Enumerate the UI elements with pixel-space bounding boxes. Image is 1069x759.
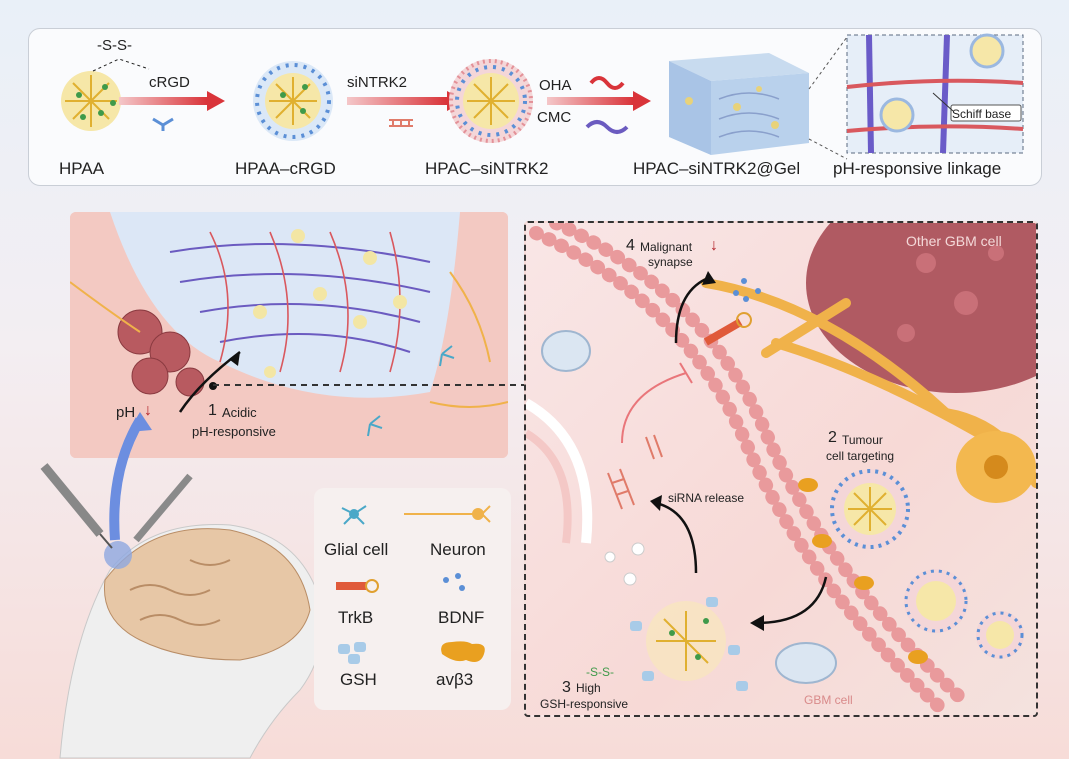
synapse-down-arrow: ↓ xyxy=(710,237,718,254)
step4-text-a: Malignant xyxy=(640,240,693,254)
hpaa-crgd-label: HPAA–cRGD xyxy=(235,159,336,178)
step3-text-a: High xyxy=(576,681,601,695)
mechanism-inset: Other GBM cell 4 Malignant synapse ↓ 2 T… xyxy=(524,221,1038,717)
step1-number: 1 xyxy=(208,402,217,419)
hpac-sintrk2-nanoparticle xyxy=(449,59,533,143)
trkb-receptor xyxy=(703,312,752,346)
step2-text-b: cell targeting xyxy=(826,449,895,463)
crgd-label: cRGD xyxy=(149,74,190,91)
ph-label: pH xyxy=(116,404,136,421)
arrow-1 xyxy=(119,97,207,105)
inset-graphics xyxy=(526,223,1036,715)
hpac-sintrk2-gel-label: HPAC–siNTRK2@Gel xyxy=(633,159,801,178)
hpac-sintrk2-label: HPAC–siNTRK2 xyxy=(425,159,549,178)
synthesis-panel: -S-S- cRGD siNTRK2 OHA CMC Schiff base H… xyxy=(28,28,1042,186)
linkage-zoom-box xyxy=(846,33,1024,154)
inhibition-line xyxy=(621,372,687,444)
ph-down-arrow: ↓ xyxy=(144,402,152,419)
targeting-arrow xyxy=(755,576,828,625)
step1-text-a: Acidic xyxy=(222,405,257,420)
disassembled-nanoparticle xyxy=(630,597,748,691)
disulfide-label: -S-S- xyxy=(97,37,132,54)
bdnf-dots xyxy=(733,278,761,302)
step4-arrow xyxy=(674,277,707,344)
sintrk2-label: siNTRK2 xyxy=(347,74,408,91)
ss-label: -S-S- xyxy=(586,665,614,679)
syringe-icon xyxy=(40,463,113,549)
schiff-base-label: Schiff base xyxy=(952,107,1012,121)
gbm-cell-label: GBM cell xyxy=(804,693,853,707)
step2-text-a: Tumour xyxy=(842,433,883,447)
glial-cell-icon xyxy=(341,505,367,525)
zoom-line-top xyxy=(808,36,848,90)
synthesis-graphics xyxy=(61,33,1024,160)
ph-linkage-label: pH-responsive linkage xyxy=(833,159,1002,178)
cmc-icon xyxy=(585,120,629,134)
arrow-2 xyxy=(347,97,447,105)
targeting-nanoparticle xyxy=(830,469,910,549)
sirna-icon xyxy=(389,119,413,127)
neuron-icon xyxy=(404,505,491,523)
nanoparticle-extra-1 xyxy=(904,569,968,633)
bdnf-icon xyxy=(443,573,465,591)
hpaa-nanoparticle xyxy=(61,71,121,131)
hpaa-crgd-nanoparticle xyxy=(253,61,333,141)
crgd-icon xyxy=(152,117,174,131)
legend-trkb: TrkB xyxy=(338,608,374,627)
step4-number: 4 xyxy=(626,237,635,254)
acidic-arrow xyxy=(178,351,241,413)
zoom-line-bottom xyxy=(808,138,848,160)
avb3-icon xyxy=(441,641,485,662)
cmc-label: CMC xyxy=(537,109,572,126)
step3-text-b: GSH-responsive xyxy=(540,697,629,711)
legend-gsh: GSH xyxy=(340,670,377,689)
mitochondrion xyxy=(541,330,837,684)
oha-icon xyxy=(589,76,625,90)
hydrogel-cube xyxy=(669,53,809,155)
trkb-icon xyxy=(336,579,379,593)
sirna-release-label: siRNA release xyxy=(668,491,745,505)
oha-label: OHA xyxy=(539,77,572,94)
cell-membrane xyxy=(529,223,973,715)
release-arrow xyxy=(655,501,698,574)
gsh-icon xyxy=(338,642,366,664)
scalpel-icon xyxy=(133,473,193,543)
step2-number: 2 xyxy=(828,429,837,446)
other-gbm-cell-label: Other GBM cell xyxy=(906,233,1002,249)
legend-bdnf: BDNF xyxy=(438,608,485,627)
hpaa-label: HPAA xyxy=(59,159,105,178)
legend-avb3: avβ3 xyxy=(436,670,474,689)
legend-panel: Glial cell Neuron TrkB BDNF GSH avβ3 xyxy=(314,488,511,710)
injection-arrow xyxy=(109,417,145,541)
legend-neuron: Neuron xyxy=(430,540,486,559)
er-membrane xyxy=(526,398,593,544)
disulfide-pointer xyxy=(92,58,150,72)
nanoparticle-extra-2 xyxy=(976,611,1024,659)
integrin-markers xyxy=(798,478,928,664)
head-illustration xyxy=(59,524,323,759)
arrow-3 xyxy=(547,97,633,105)
sirna-fragment xyxy=(607,468,635,510)
step4-text-b: synapse xyxy=(648,255,693,269)
step1-text-b: pH-responsive xyxy=(192,424,276,439)
legend-glial-cell: Glial cell xyxy=(324,540,389,559)
step3-number: 3 xyxy=(562,679,571,696)
